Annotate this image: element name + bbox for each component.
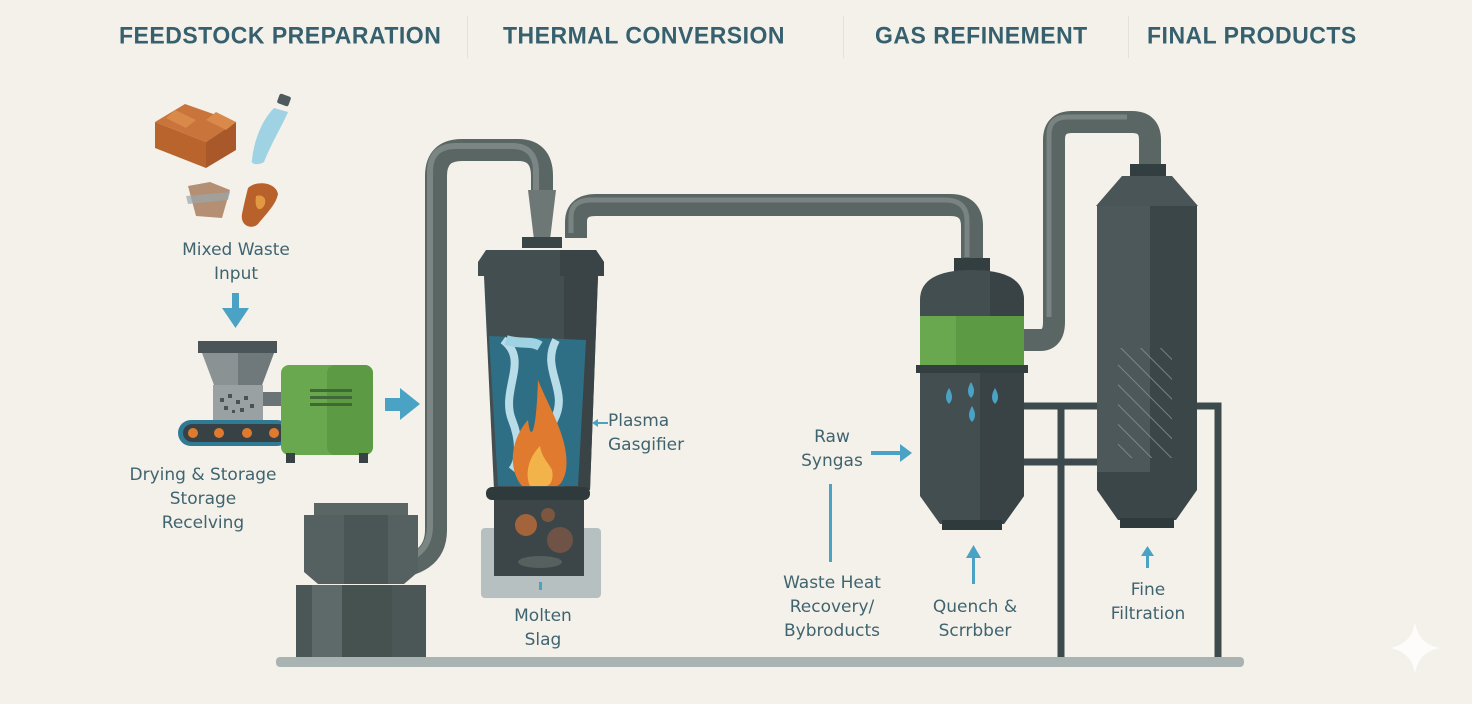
conveyor-belt: [178, 420, 290, 446]
plastic-bottle-icon: [251, 93, 291, 165]
syngas-arrow-icon: [871, 444, 912, 462]
slag-arrow-icon: [539, 582, 542, 590]
transfer-pipe: [1024, 111, 1161, 351]
filter-hatch: [1118, 348, 1172, 458]
label-fine-filtration: Fine Filtration: [1110, 580, 1186, 624]
down-arrow-icon: [222, 293, 249, 328]
support-frame: [1024, 402, 1222, 657]
plasma-gasifier: [478, 237, 604, 598]
label-drying-storage: Drying & Storage Storage Recelving: [129, 465, 277, 533]
header-gas-refinement: GAS REFINEMENT: [875, 21, 1088, 49]
header-final-products: FINAL PRODUCTS: [1147, 21, 1357, 49]
label-raw-syngas: Raw Syngas: [801, 427, 863, 471]
right-arrow-icon: [385, 388, 420, 420]
label-plasma-gasifier: Plasma Gasgifier: [608, 411, 685, 455]
header-divider: [843, 16, 844, 58]
quench-scrubber: [916, 258, 1028, 530]
sparkle-icon: [1390, 622, 1440, 674]
gasifier-inlet: [528, 190, 556, 240]
ground-line: [276, 657, 1244, 667]
crushed-can-icon: [241, 183, 278, 227]
small-box-icon: [186, 182, 230, 218]
flame-icon: [512, 380, 567, 486]
label-mixed-waste-input: Mixed Waste Input: [182, 240, 290, 284]
label-quench-scrubber: Quench & Scrrbber: [932, 597, 1018, 641]
fine-filter: [1096, 164, 1198, 528]
plasma-pointer-arrow: [592, 419, 608, 427]
dryer-unit: [281, 365, 373, 463]
header-divider: [467, 16, 468, 58]
header-feedstock-preparation: FEEDSTOCK PREPARATION: [119, 21, 442, 49]
water-droplets-icon: [946, 382, 998, 422]
feed-hopper-tank: [296, 503, 426, 657]
filtration-up-arrow-icon: [1141, 546, 1154, 568]
header-divider: [1128, 16, 1129, 58]
syngas-pipe: [565, 194, 983, 262]
waste-heat-connector-line: [829, 484, 832, 562]
cardboard-box-icon: [155, 104, 236, 168]
quench-up-arrow-icon: [966, 545, 981, 584]
label-molten-slag: Molten Slag: [514, 606, 572, 650]
header-thermal-conversion: THERMAL CONVERSION: [503, 21, 786, 49]
label-waste-heat-recovery: Waste Heat Recovery/ Bybroducts: [783, 573, 881, 641]
shredder-machine: [198, 341, 283, 425]
